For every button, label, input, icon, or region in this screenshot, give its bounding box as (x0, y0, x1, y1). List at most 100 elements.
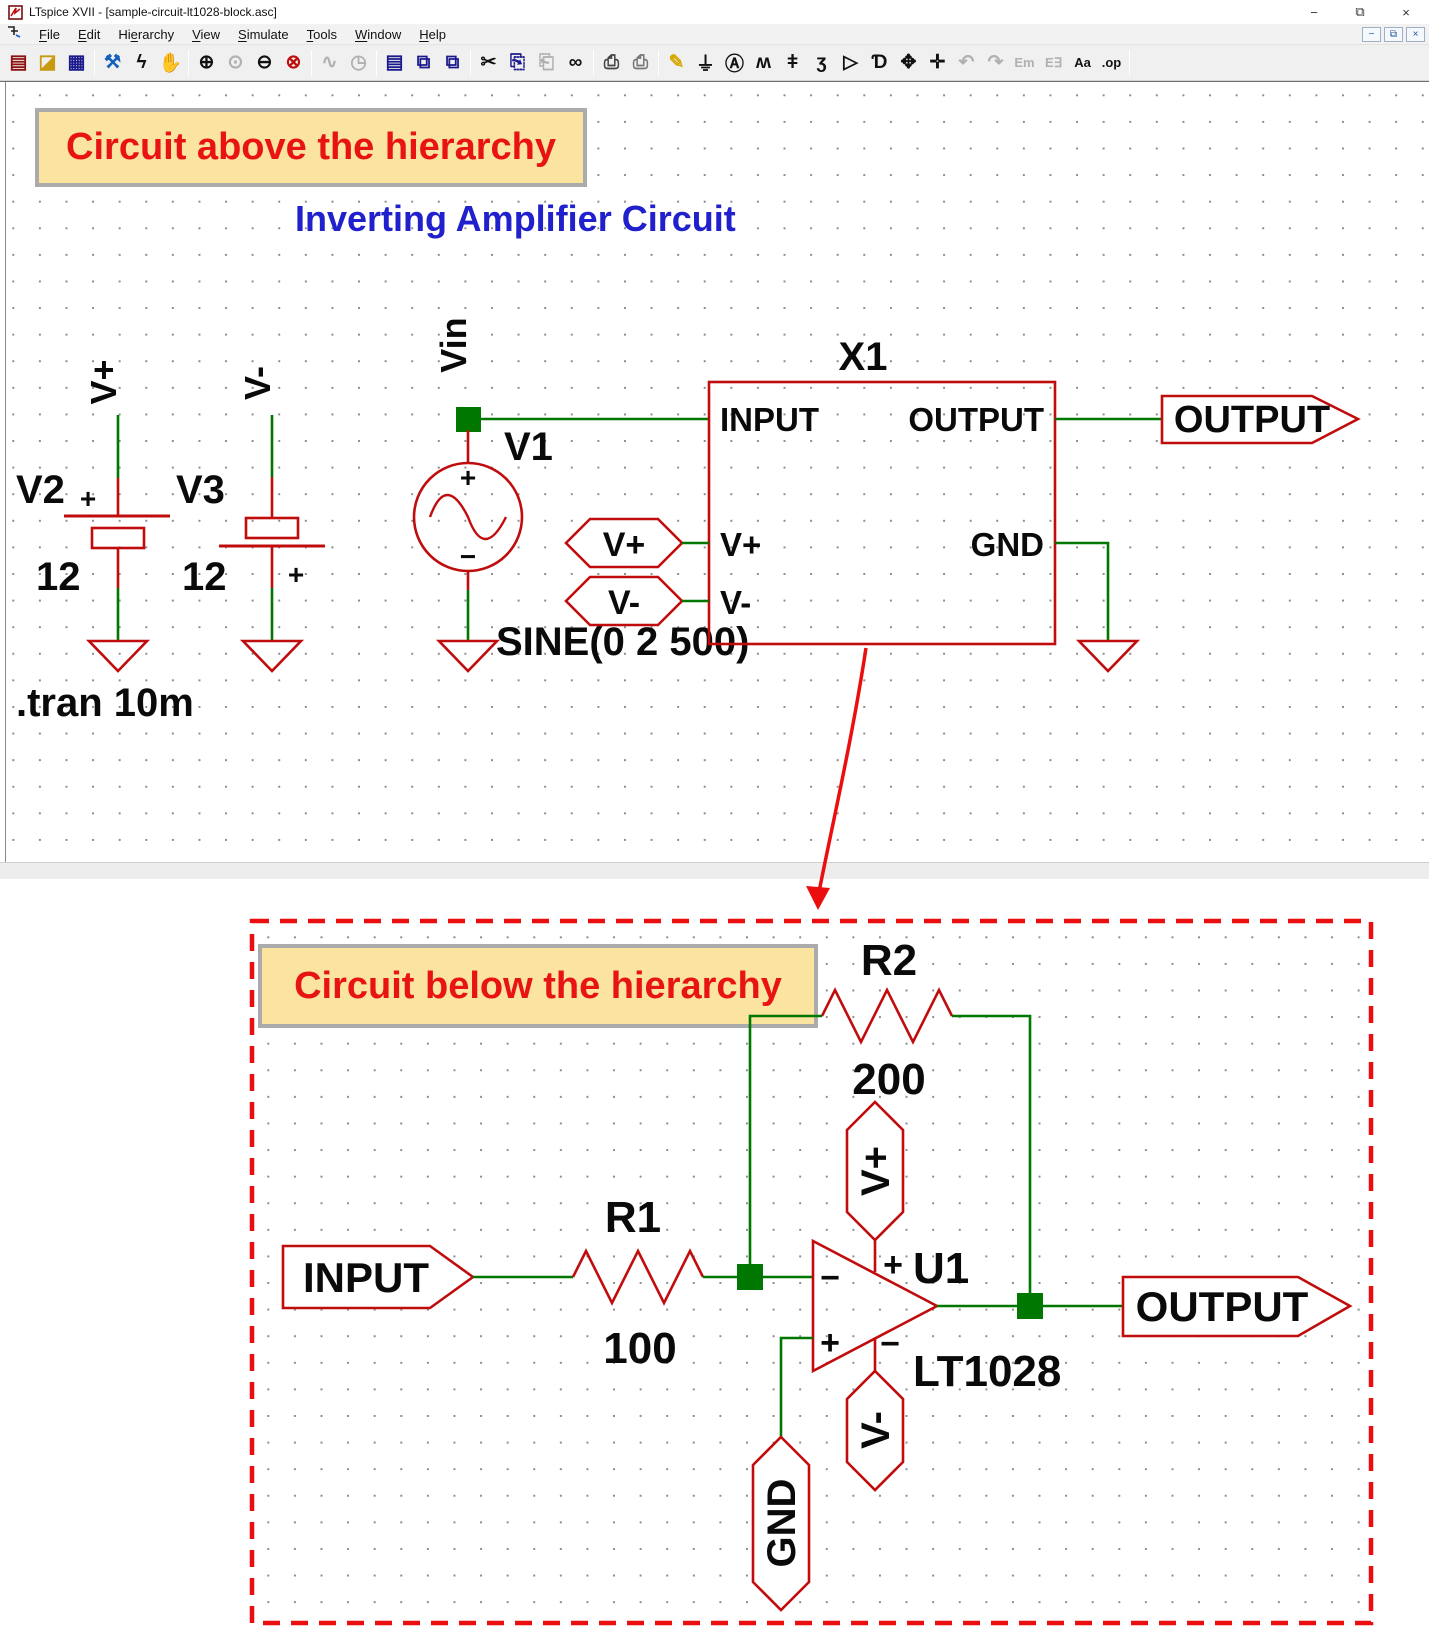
r1-value: 100 (603, 1324, 676, 1373)
canvas-left-border (5, 82, 6, 862)
gnd-lower-text: GND (760, 1479, 804, 1568)
menu-tools[interactable]: Tools (306, 26, 337, 42)
spice-directive-tran[interactable]: .tran 10m (16, 681, 194, 725)
x1-pin-vminus: V- (720, 584, 751, 621)
toolbar-print-icon[interactable]: ⎙ (603, 51, 620, 73)
toolbar-copy-icon[interactable]: ⎘ (509, 51, 526, 73)
toolbar-zoom-back-icon[interactable]: ⊙ (227, 52, 244, 73)
toolbar-undo-icon[interactable]: ↶ (958, 52, 975, 73)
toolbar-cascade-windows-icon[interactable]: ⧉ (416, 51, 431, 73)
minimize-button[interactable]: − (1310, 4, 1318, 20)
toolbar-drag-icon[interactable]: ✛ (929, 52, 946, 73)
child-restore-button[interactable]: ⧉ (1384, 26, 1403, 42)
toolbar-zoom-in-icon[interactable]: ⊕ (198, 52, 215, 73)
toolbar-new-schematic-icon[interactable]: ▤ (9, 52, 28, 73)
net-flag-output-upper[interactable]: OUTPUT (1160, 394, 1361, 445)
v1-minus-mark: − (460, 541, 476, 572)
net-flag-input-lower[interactable]: INPUT (281, 1244, 476, 1310)
menu-hierarchy[interactable]: Hierarchy (118, 26, 175, 42)
toolbar-print-preview-icon[interactable]: ⎙ (632, 51, 649, 73)
ground-symbol-block[interactable] (1075, 639, 1141, 673)
wire-feedback-left[interactable] (748, 1014, 822, 1266)
child-minimize-button[interactable]: − (1362, 26, 1381, 42)
titlebar: LTspice XVII - [sample-circuit-lt1028-bl… (0, 0, 1429, 24)
toolbar-run-simulation-icon[interactable]: ϟ (136, 51, 147, 73)
annotation-lower-label: Circuit below the hierarchy (294, 964, 782, 1007)
menu-window[interactable]: Window (355, 26, 402, 42)
toolbar-paste-icon[interactable]: ⎗ (538, 51, 555, 73)
v1-plus-mark: + (460, 462, 476, 493)
toolbar-separator (188, 49, 189, 76)
toolbar-zoom-out-icon[interactable]: ⊖ (256, 52, 273, 73)
wire-gnd-upper[interactable] (1055, 541, 1110, 641)
schematic-canvas[interactable] (0, 81, 1429, 862)
toolbar-save-icon[interactable]: ▦ (67, 52, 86, 73)
child-close-button[interactable]: × (1406, 26, 1425, 42)
toolbar-halt-simulation-icon[interactable]: ✋ (158, 52, 183, 74)
toolbar-net-label-icon[interactable]: Ⓐ (724, 54, 744, 75)
net-flag-vplus-lower[interactable]: V+ (845, 1100, 905, 1272)
toolbar-redo-icon[interactable]: ↷ (987, 52, 1004, 73)
menu-view[interactable]: View (192, 26, 221, 42)
toolbar-move-icon[interactable]: ✥ (900, 52, 917, 73)
menubar: File Edit Hierarchy View Simulate Tools Window… (0, 24, 1429, 45)
v3-ref: V3 (176, 468, 225, 512)
opamp-u1[interactable]: − + + − U1 LT1028 (811, 1238, 1061, 1396)
menu-edit[interactable]: Edit (77, 26, 101, 42)
toolbar-find-icon[interactable]: ∞ (568, 51, 583, 73)
toolbar-place-capacitor-icon[interactable]: ǂ (786, 51, 799, 73)
net-flag-output-lower[interactable]: OUTPUT (1121, 1275, 1353, 1338)
v3-value: 12 (182, 555, 227, 599)
toolbar-rotate-icon[interactable]: E∃ (1045, 54, 1062, 70)
net-flag-vminus-lower[interactable]: V- (845, 1369, 905, 1492)
net-flag-vplus-block[interactable]: V+ (564, 517, 709, 569)
wire-feedback-right[interactable] (952, 1014, 1032, 1295)
toolbar-open-file-icon[interactable]: ◪ (38, 52, 57, 73)
resistor-r1[interactable]: R1 100 (571, 1193, 705, 1373)
toolbar-place-resistor-icon[interactable]: ʍ (756, 51, 771, 73)
toolbar-text-tool-icon[interactable]: Aa (1074, 55, 1091, 70)
input-flag-text: INPUT (303, 1254, 429, 1301)
toolbar-place-diode-icon[interactable]: ▷ (843, 52, 858, 73)
net-flag-vminus-v3[interactable]: V- (237, 366, 278, 400)
toolbar-draw-wire-icon[interactable]: ✎ (668, 52, 685, 73)
voltage-source-v1[interactable]: + − V1 SINE(0 2 500) (412, 407, 749, 664)
menu-simulate[interactable]: Simulate (238, 26, 289, 42)
toolbar-spice-directive-icon[interactable]: .op (1101, 55, 1122, 70)
toolbar-place-inductor-icon[interactable]: ʒ (816, 51, 827, 73)
net-flag-vplus-v2[interactable]: V+ (83, 359, 124, 404)
vplus-lower-text: V+ (854, 1146, 898, 1196)
r2-ref: R2 (861, 936, 917, 985)
ground-symbol-v3[interactable] (239, 639, 305, 673)
voltage-source-v3[interactable]: + V3 12 (176, 415, 325, 641)
toolbar-tile-windows-icon[interactable]: ▤ (385, 52, 404, 73)
x1-ref: X1 (839, 335, 888, 379)
toolbar-cut-icon[interactable]: ✂ (480, 52, 497, 73)
ground-symbol-v2[interactable] (85, 639, 151, 673)
menu-help[interactable]: Help (419, 26, 447, 42)
net-flag-gnd-lower[interactable]: GND (751, 1435, 811, 1612)
toolbar-autorange-plot-icon[interactable]: ∿ (321, 52, 338, 73)
hierarchical-block-x1[interactable]: X1 INPUT OUTPUT V+ V- GND (707, 335, 1057, 646)
resistor-r2[interactable]: R2 200 (820, 936, 954, 1104)
toolbar-place-ground-icon[interactable]: ⏚ (695, 54, 715, 75)
toolbar-zoom-full-extents-icon[interactable]: ⊗ (285, 52, 302, 73)
vplus-flag-text: V+ (83, 359, 124, 404)
toolbar-control-panel-hammer-icon[interactable]: ⚒ (103, 52, 122, 73)
net-flag-vminus-block[interactable]: V- (564, 575, 709, 627)
vminus-hex-text: V- (608, 584, 640, 622)
toolbar-place-component-icon[interactable]: Ɗ (871, 51, 888, 73)
ground-symbol-v1[interactable] (435, 639, 501, 673)
restore-button[interactable]: ⧉ (1355, 4, 1365, 19)
toolbar-separator (658, 49, 659, 76)
net-flag-vin[interactable]: Vin (433, 317, 474, 372)
toolbar-mirror-icon[interactable]: Em (1014, 55, 1035, 70)
close-button[interactable]: × (1402, 4, 1410, 20)
opamp-vminus-mark: − (880, 1325, 900, 1363)
toolbar-cascade-new-window-icon[interactable]: ⧉ (445, 51, 460, 73)
wire-noninverting-to-gnd[interactable] (779, 1336, 813, 1437)
menu-file[interactable]: File (39, 26, 60, 42)
toolbar-plot-settings-icon[interactable]: ◷ (350, 52, 367, 73)
voltage-source-v2[interactable]: + V2 12 (16, 415, 170, 641)
